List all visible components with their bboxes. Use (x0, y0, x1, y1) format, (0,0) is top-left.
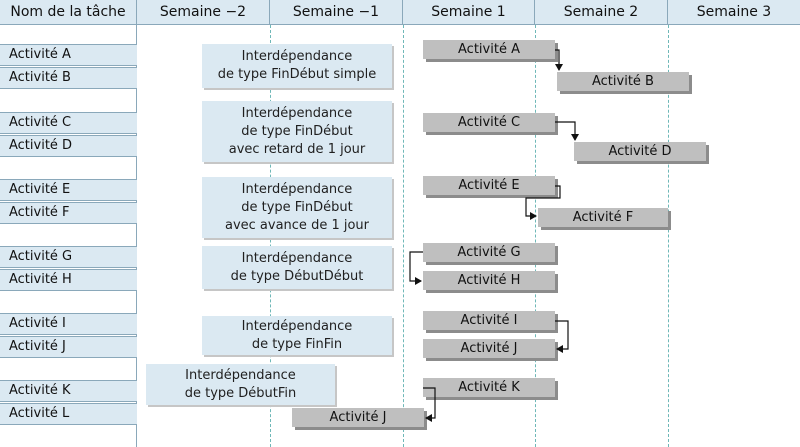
note-finstart-lead: Interdépendance de type FinDébut avec av… (202, 177, 392, 238)
note-finstart-simple: Interdépendance de type FinDébut simple (202, 44, 392, 88)
note-line: avec avance de 1 jour (224, 217, 369, 233)
task-row: Activité F (0, 202, 137, 224)
note-startstart: Interdépendance de type DébutDébut (202, 246, 392, 289)
note-line: Interdépendance (241, 105, 353, 121)
task-row: Activité L (0, 403, 137, 425)
gantt-bar: Activité G (423, 243, 555, 262)
header-week: Semaine −2 (137, 0, 270, 25)
header-week: Semaine −1 (270, 0, 403, 25)
link-i-j (555, 320, 569, 353)
header-week: Semaine 1 (403, 0, 535, 25)
task-row: Activité G (0, 246, 137, 268)
note-line: avec retard de 1 jour (228, 141, 366, 157)
note-line: Interdépendance (241, 250, 353, 266)
gantt-bar: Activité K (423, 378, 555, 397)
task-row: Activité J (0, 336, 137, 358)
task-row: Activité E (0, 179, 137, 201)
week-gridline (403, 25, 404, 447)
gantt-bar: Activité J (423, 339, 555, 358)
task-row: Activité H (0, 269, 137, 291)
week-gridline (668, 25, 669, 447)
note-finfin: Interdépendance de type FinFin (202, 316, 392, 355)
task-row: Activité B (0, 67, 137, 89)
task-row: Activité A (0, 44, 137, 66)
note-line: de type FinDébut simple (217, 67, 377, 82)
header-week: Semaine 3 (668, 0, 800, 25)
note-line: de type FinDébut (241, 123, 353, 139)
link-a-b (555, 49, 563, 71)
task-row: Activité K (0, 380, 137, 402)
header-week: Semaine 2 (535, 0, 668, 25)
note-line: de type DébutFin (184, 385, 297, 401)
task-row: Activité D (0, 135, 137, 157)
gantt-bar: Activité F (538, 208, 668, 227)
gantt-bar: Activité I (423, 311, 555, 330)
gantt-bar: Activité B (557, 72, 689, 91)
link-c-d (555, 121, 579, 141)
note-finstart-lag: Interdépendance de type FinDébut avec re… (202, 101, 392, 162)
gantt-bar: Activité E (423, 176, 555, 195)
header-task-column: Nom de la tâche (0, 0, 137, 25)
note-line: Interdépendance (241, 181, 353, 197)
note-line: Interdépendance (185, 367, 296, 383)
gantt-bar: Activité J (292, 408, 424, 427)
gantt-bar: Activité C (423, 113, 555, 132)
note-line: Interdépendance (241, 318, 353, 334)
note-startfin: Interdépendance de type DébutFin (146, 364, 335, 405)
task-row: Activité I (0, 313, 137, 335)
note-line: Interdépendance (241, 49, 353, 64)
gantt-bar: Activité H (423, 271, 555, 290)
link-g-h (409, 251, 423, 285)
gantt-bar: Activité A (423, 40, 555, 59)
week-gridline (535, 25, 536, 447)
note-line: de type FinFin (251, 336, 343, 352)
task-row: Activité C (0, 112, 137, 134)
note-line: de type FinDébut (241, 199, 353, 215)
note-line: de type DébutDébut (230, 268, 364, 284)
gantt-bar: Activité D (574, 142, 706, 161)
